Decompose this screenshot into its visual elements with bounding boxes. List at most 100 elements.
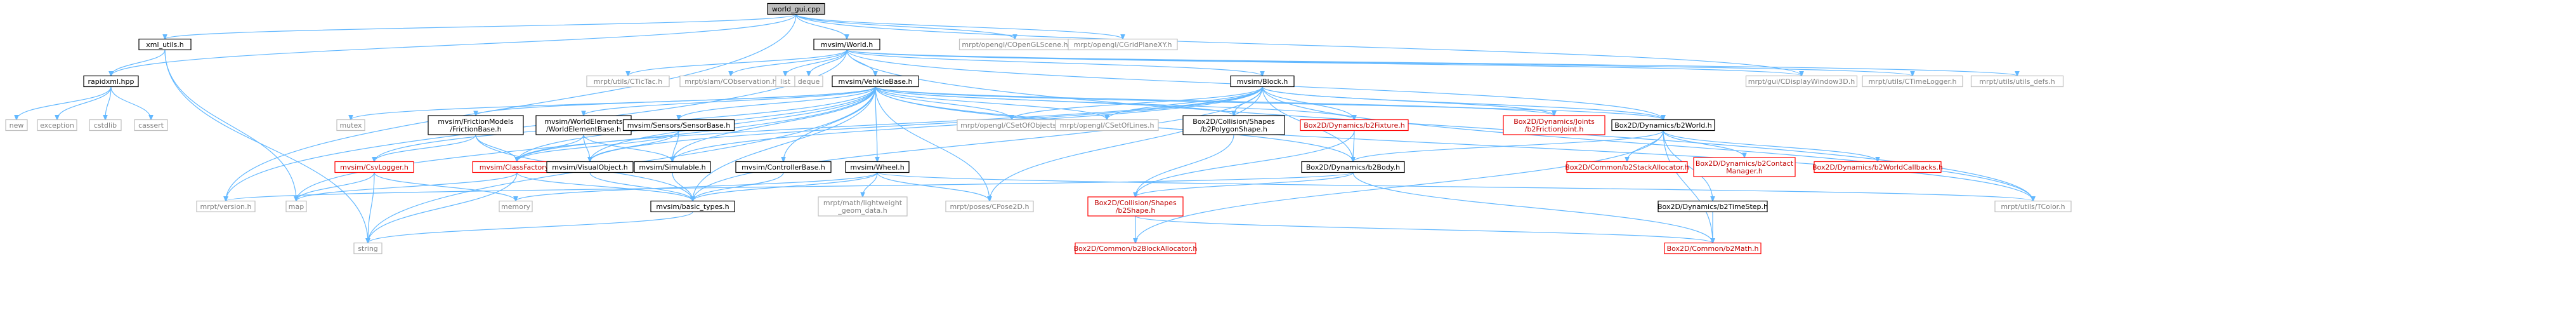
edge-csvlogger-to-map (296, 172, 375, 201)
node-box (1611, 119, 1715, 131)
node-label: rapidxml.hpp (88, 77, 134, 86)
node-box2d-collision-shapes-b2polygonshape-h[interactable]: Box2D/Collision/Shapes/b2PolygonShape.h (1182, 115, 1285, 135)
node-box (546, 161, 634, 173)
edge-basictypes-to-string (368, 211, 693, 243)
node-box (1745, 75, 1858, 88)
dependency-nodes: world_gui.cpp xml_utils.h mvsim/World.h mrp… (5, 3, 2072, 255)
node-label: mvsim/WorldElements (544, 118, 622, 126)
node-box2d-dynamics-b2worldcallbacks-h[interactable]: Box2D/Dynamics/b2WorldCallbacks.h (1812, 161, 1943, 173)
edge-csvlogger-to-memory (374, 172, 516, 201)
edge-vehiclebase-to-simulable (672, 86, 876, 162)
node-box2d-common-b2blockallocator-h[interactable]: Box2D/Common/b2BlockAllocator.h (1074, 242, 1198, 255)
node-mrpt-gui-cdisplaywindow3d-h[interactable]: mrpt/gui/CDisplayWindow3D.h (1745, 75, 1858, 88)
node-mvsim-csvlogger-h[interactable]: mvsim/CsvLogger.h (334, 161, 414, 173)
edge-b2world-to-contactmgr (1663, 130, 1744, 158)
node-label: Box2D/Dynamics/b2TimeStep.h (1657, 203, 1768, 211)
edge-rapidxml-to-new (16, 86, 112, 120)
node-box (813, 38, 880, 51)
edge-mvsim_world-to-block (846, 49, 1262, 76)
edge-fixture-to-b2shape (1135, 130, 1355, 198)
node-mvsim-visualobject-h[interactable]: mvsim/VisualObject.h (546, 161, 634, 173)
node-xml-utils-h[interactable]: xml_utils.h (138, 38, 192, 51)
node-mrpt-utils-ctimelogger-h[interactable]: mrpt/utils/CTimeLogger.h (1862, 75, 1963, 88)
node-mrpt-opengl-copenglscene-h[interactable]: mrpt/opengl/COpenGLScene.h (958, 38, 1071, 51)
node-mrpt-slam-cobservation-h[interactable]: mrpt/slam/CObservation.h (679, 75, 782, 88)
node-label: mvsim/World.h (821, 41, 873, 49)
node-box2d-common-b2stackallocator-h[interactable]: Box2D/Common/b2StackAllocator.h (1565, 161, 1689, 173)
node-mrpt-utils-ctictac-h[interactable]: mrpt/utils/CTicTac.h (586, 75, 670, 88)
node-new[interactable]: new (5, 119, 28, 131)
node-box (138, 38, 192, 51)
node-label: mrpt/opengl/CGridPlaneXY.h (1074, 41, 1172, 49)
node-cassert[interactable]: cassert (134, 119, 168, 131)
node-mrpt-opengl-cgridplanexy-h[interactable]: mrpt/opengl/CGridPlaneXY.h (1068, 38, 1178, 51)
node-mvsim-basic-types-h[interactable]: mvsim/basic_types.h (650, 200, 735, 213)
node-mrpt-opengl-csetoflines-h[interactable]: mrpt/opengl/CSetOfLines.h (1055, 119, 1159, 131)
node-box2d-dynamics-b2timestep-h[interactable]: Box2D/Dynamics/b2TimeStep.h (1657, 200, 1768, 213)
node-mrpt-utils-utils-defs-h[interactable]: mrpt/utils/utils_defs.h (1970, 75, 2064, 88)
node-memory[interactable]: memory (499, 200, 533, 213)
node-mvsim-block-h[interactable]: mvsim/Block.h (1230, 75, 1295, 88)
edge-vehiclebase-to-sensorbase (679, 86, 876, 120)
node-mrpt-version-h[interactable]: mrpt/version.h (196, 200, 256, 213)
edge-b2world-to-stackalloc (1627, 130, 1664, 162)
node-mvsim-controllerbase-h[interactable]: mvsim/ControllerBase.h (735, 161, 832, 173)
node-label: Box2D/Dynamics/b2Fixture.h (1304, 121, 1404, 130)
node-box (336, 119, 365, 131)
node-cstdlib[interactable]: cstdlib (89, 119, 122, 131)
node-label: mrpt/gui/CDisplayWindow3D.h (1748, 77, 1855, 86)
edge-classfactory-to-string (368, 172, 518, 243)
node-mrpt-math-lightweight-geom-data-h[interactable]: mrpt/math/lightweight_geom_data.h (818, 196, 908, 217)
node-box2d-common-b2math-h[interactable]: Box2D/Common/b2Math.h (1664, 242, 1762, 255)
node-rapidxml-hpp[interactable]: rapidxml.hpp (83, 75, 139, 88)
node-mvsim-sensors-sensorbase-h[interactable]: mvsim/Sensors/SensorBase.h (622, 119, 735, 131)
node-mvsim-frictionmodels-frictionbase-h[interactable]: mvsim/FrictionModels/FrictionBase.h (428, 115, 524, 135)
edge-mvsim_world-to-list (785, 50, 847, 76)
node-mutex[interactable]: mutex (336, 119, 365, 131)
node-world-gui-cpp[interactable]: world_gui.cpp (767, 3, 825, 15)
edge-block-to-basictypes (693, 86, 1263, 201)
node-mvsim-world-h[interactable]: mvsim/World.h (813, 38, 880, 51)
node-mrpt-poses-cpose2d-h[interactable]: mrpt/poses/CPose2D.h (945, 200, 1034, 213)
edge-mvsim_world-to-utilsdefs (846, 49, 2017, 76)
node-box2d-dynamics-joints-b2frictionjoint-h[interactable]: Box2D/Dynamics/Joints/b2FrictionJoint.h (1503, 115, 1605, 135)
node-mvsim-simulable-h[interactable]: mvsim/Simulable.h (634, 161, 711, 173)
edge-mvsim_world-to-tcolor (846, 50, 2033, 201)
node-box2d-dynamics-b2fixture-h[interactable]: Box2D/Dynamics/b2Fixture.h (1300, 119, 1409, 131)
edge-vehiclebase-to-tcolor (875, 86, 2033, 201)
node-list[interactable]: list (775, 75, 795, 88)
node-label: mrpt/version.h (200, 203, 252, 211)
node-box (845, 161, 910, 173)
edge-b2body-to-b2shape (1135, 171, 1354, 198)
node-deque[interactable]: deque (794, 75, 823, 88)
node-box (1300, 119, 1409, 131)
edge-block-to-b2world (1262, 86, 1663, 120)
edge-block-to-csetobjects (1012, 86, 1263, 120)
node-map[interactable]: map (285, 200, 307, 213)
edge-b2world-to-b2body (1353, 130, 1664, 162)
node-mrpt-utils-tcolor-h[interactable]: mrpt/utils/TColor.h (1994, 200, 2072, 213)
node-label: Box2D/Dynamics/b2Body.h (1306, 163, 1400, 171)
node-label: mutex (339, 121, 362, 130)
node-exception[interactable]: exception (37, 119, 77, 131)
node-mvsim-worldelements-worldelementbase-h[interactable]: mvsim/WorldElements/WorldElementBase.h (535, 115, 632, 135)
edge-classfactory-to-map (296, 171, 518, 201)
node-box2d-dynamics-b2body-h[interactable]: Box2D/Dynamics/b2Body.h (1301, 161, 1405, 173)
node-mrpt-opengl-csetofobjects-h[interactable]: mrpt/opengl/CSetOfObjects.h (957, 119, 1067, 131)
node-label: /b2PolygonShape.h (1200, 125, 1267, 133)
node-box (499, 200, 533, 213)
node-string[interactable]: string (353, 242, 382, 255)
edge-block-to-tcolor (1262, 86, 2033, 201)
node-box2d-collision-shapes-b2shape-h[interactable]: Box2D/Collision/Shapes/b2Shape.h (1087, 196, 1184, 217)
node-label: Box2D/Common/b2Math.h (1667, 245, 1759, 253)
node-mvsim-vehiclebase-h[interactable]: mvsim/VehicleBase.h (832, 75, 919, 88)
node-box (634, 161, 711, 173)
node-box2d-dynamics-b2world-h[interactable]: Box2D/Dynamics/b2World.h (1611, 119, 1715, 131)
node-box (5, 119, 28, 131)
edge-xml_utils-to-map (164, 50, 296, 201)
edge-rapidxml-to-cstdlib (105, 86, 112, 120)
node-mvsim-wheel-h[interactable]: mvsim/Wheel.h (845, 161, 910, 173)
node-box (1075, 242, 1196, 255)
